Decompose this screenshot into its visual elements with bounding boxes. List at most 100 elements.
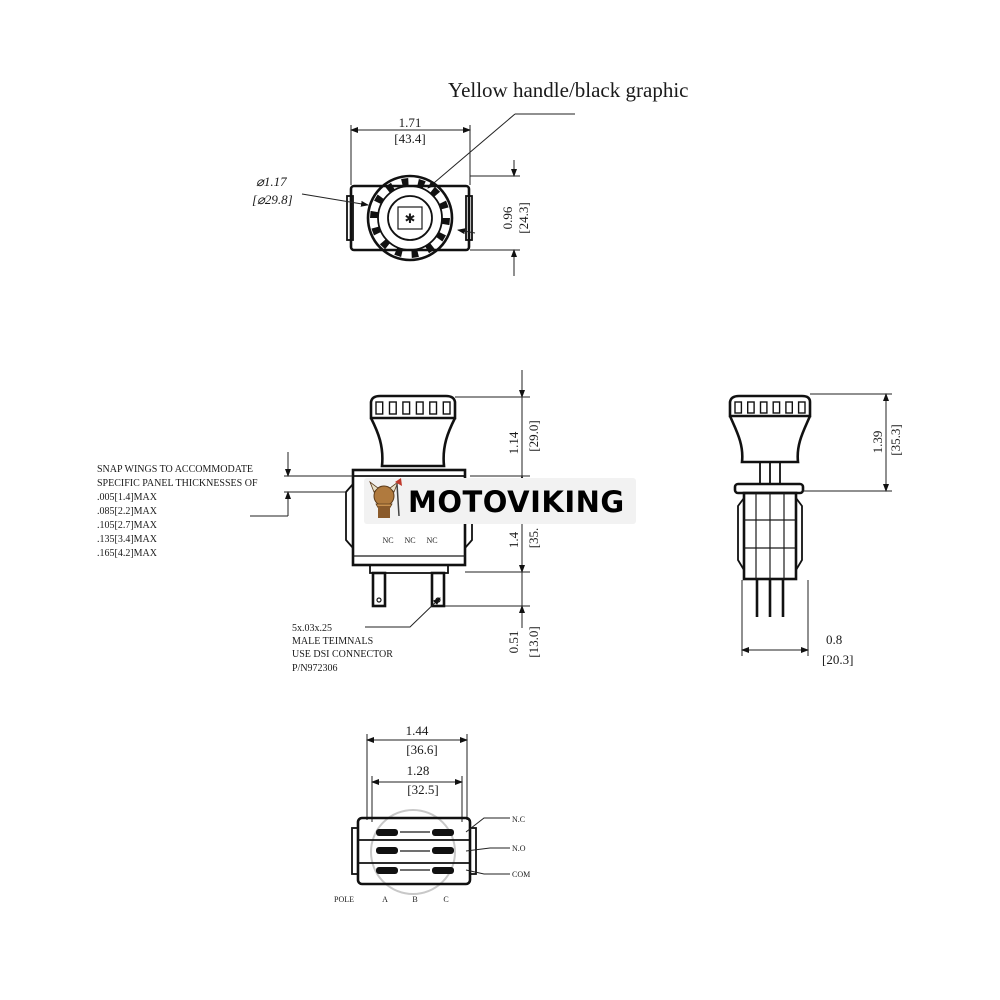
terminal-note-line: USE DSI CONNECTOR — [292, 649, 393, 660]
front-upper-in: 1.14 — [506, 431, 521, 454]
side-depth-mm: [20.3] — [822, 652, 853, 667]
top-wing-right — [465, 195, 473, 241]
knob-slot — [415, 401, 424, 415]
top-dia-dimension — [457, 228, 476, 235]
knob-serration-tooth — [379, 239, 390, 250]
side-wing-left — [737, 497, 745, 571]
snap-note-line: SNAP WINGS TO ACCOMMODATE — [97, 464, 253, 475]
knob-serration-tooth — [411, 249, 419, 258]
snap-note-line: .085[2.2]MAX — [97, 506, 158, 517]
callout-leader — [427, 113, 516, 189]
side-height-in: 1.39 — [870, 431, 885, 454]
handle-callout-text: Yellow handle/black graphic — [448, 78, 688, 102]
side-view: 1.39 [35.3] 0.8 [20.3] — [728, 393, 903, 667]
top-width-mm: [43.4] — [394, 131, 425, 146]
knob-serration-tooth — [394, 247, 403, 257]
watermark-brand-text: MOTOVIKING — [408, 485, 625, 519]
knob-serration-tooth — [401, 178, 409, 187]
bottom-knob-ghost — [370, 809, 456, 895]
front-knob-slots — [375, 401, 451, 415]
knob-slot — [797, 401, 806, 414]
top-width-in: 1.71 — [399, 115, 422, 130]
knob-slot — [734, 401, 743, 414]
front-view: NC NC NC 1.14 [29.0] 1.4 [35. 0.51 [13.0… — [97, 370, 541, 674]
knob-slot — [442, 401, 451, 415]
knob-serration-tooth — [385, 182, 395, 193]
front-body-in: 1.4 — [506, 531, 521, 548]
side-depth-in: 0.8 — [826, 632, 842, 647]
side-flange — [733, 482, 805, 495]
snap-note-line: .005[1.4]MAX — [97, 492, 158, 503]
knob-serration-tooth — [371, 226, 382, 236]
front-contact-label: NC — [382, 536, 393, 545]
knob-serration-tooth — [435, 231, 446, 242]
knob-slot — [747, 401, 755, 414]
knob-serrations — [370, 178, 450, 258]
terminal-note-line: P/N972306 — [292, 663, 338, 674]
front-contact-label: NC — [426, 536, 437, 545]
snap-note-line: SPECIFIC PANEL THICKNESSES OF — [97, 478, 258, 489]
side-knob-slots — [734, 401, 806, 414]
knob-slot — [429, 401, 438, 415]
bottom-terminal-slot — [432, 829, 454, 836]
side-height-mm: [35.3] — [888, 424, 903, 455]
knob-serration-tooth — [441, 218, 450, 226]
bottom-pin-label: COM — [512, 870, 530, 879]
bottom-view: 1.44 [36.6] 1.28 [32.5] N.C N.O COM — [334, 723, 530, 904]
knob-serration-tooth — [370, 210, 379, 218]
brand-watermark: MOTOVIKING — [364, 478, 636, 524]
knob-slot — [759, 401, 768, 414]
viking-mascot-icon — [369, 478, 402, 518]
top-dia-in: ⌀1.17 — [256, 174, 287, 189]
top-height-mm: [24.3] — [516, 202, 531, 233]
knob-slot — [785, 401, 794, 414]
knob-graphic-frame — [397, 206, 423, 230]
bottom-pole-label: POLE — [334, 895, 354, 904]
bottom-nc-leader — [465, 817, 510, 833]
front-contact-label: NC — [404, 536, 415, 545]
bottom-terminal-slot — [376, 829, 398, 836]
handle-callout: Yellow handle/black graphic — [427, 78, 688, 189]
terminal-note-line: 5x.03x.25 — [292, 623, 332, 634]
bottom-terminal-slot — [376, 867, 398, 874]
front-terminal-left — [371, 571, 387, 608]
bottom-outer-in: 1.44 — [406, 723, 429, 738]
knob-slot — [388, 401, 397, 415]
front-knob-cap — [369, 394, 457, 420]
bottom-terminal-slot — [432, 847, 454, 854]
terminal-note-leader — [365, 597, 441, 628]
knob-serration-tooth — [438, 200, 449, 210]
knob-serration-tooth — [425, 243, 435, 254]
top-height-in: 0.96 — [500, 206, 515, 229]
snap-note-line: .105[2.7]MAX — [97, 520, 158, 531]
watermark-background — [364, 478, 636, 524]
side-knob-neck — [728, 415, 812, 464]
front-terminal-mm: [13.0] — [526, 626, 541, 657]
bottom-pole-letter: B — [412, 895, 417, 904]
knob-serration-tooth — [430, 186, 441, 197]
bottom-no-leader — [465, 847, 510, 852]
bottom-terminal-slot — [376, 847, 398, 854]
knob-serration-tooth — [374, 194, 385, 205]
front-body-mm: [35. — [526, 528, 541, 549]
front-terminal-in: 0.51 — [506, 631, 521, 654]
bottom-outer-mm: [36.6] — [406, 742, 437, 757]
bottom-pole-letter: C — [443, 895, 448, 904]
front-snap-wing-left — [345, 483, 354, 549]
terminal-note-line: MALE TEIMNALS — [292, 636, 373, 647]
bottom-inner-in: 1.28 — [407, 763, 430, 778]
bottom-pin-label: N.O — [512, 844, 526, 853]
top-view: 1.71 [43.4] ✱ ⌀1.17 [⌀29.8] 0.96 [24.3] — [252, 115, 531, 276]
snap-note-line: .135[3.4]MAX — [97, 534, 158, 545]
bottom-inner-mm: [32.5] — [407, 782, 438, 797]
bottom-pole-letter: A — [382, 895, 388, 904]
side-wing-right — [795, 497, 803, 571]
front-terminal-right — [430, 571, 446, 608]
side-knob-cap — [728, 394, 812, 418]
sun-graphic-icon: ✱ — [405, 211, 416, 226]
knob-outer-ring — [366, 174, 454, 262]
bottom-com-leader — [465, 869, 510, 875]
knob-slot — [375, 401, 384, 415]
knob-slot — [402, 401, 411, 415]
top-wing-left — [346, 195, 354, 241]
